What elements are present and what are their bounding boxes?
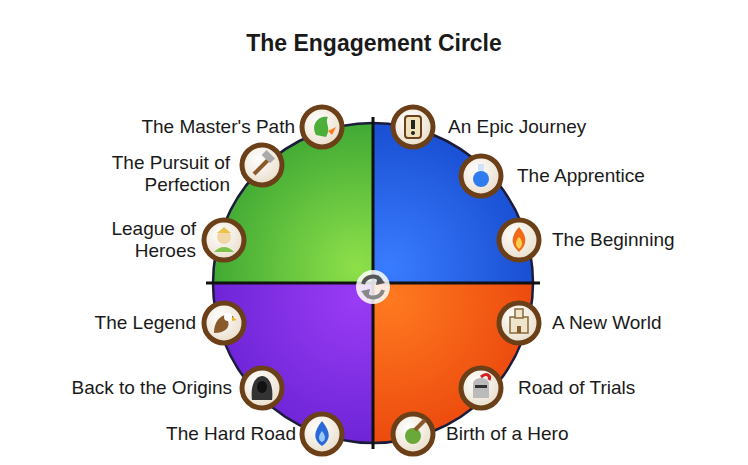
quadrants (206, 117, 540, 449)
stage-label: The Apprentice (517, 165, 645, 187)
stage-label: Road of Trials (518, 377, 635, 399)
dragon-icon (302, 107, 342, 147)
stage-label: The Master's Path (141, 116, 295, 138)
knight-icon (461, 368, 501, 408)
scroll-icon (393, 107, 433, 147)
hero-icon (204, 220, 244, 260)
stage-label: The Legend (95, 312, 196, 334)
stage-label: A New World (552, 312, 661, 334)
potion-icon (461, 156, 501, 196)
goblin-icon (393, 414, 433, 454)
stage-label: The Beginning (552, 229, 675, 251)
flame-icon (499, 220, 539, 260)
hooded-icon (242, 368, 282, 408)
eagle-icon (204, 303, 244, 343)
stage-label: An Epic Journey (448, 116, 586, 138)
hammer-icon (242, 145, 282, 185)
green-quadrant (213, 123, 373, 283)
stage-label: League of Heroes (96, 218, 196, 262)
cycle-icon (356, 270, 390, 304)
diagram-title: The Engagement Circle (0, 30, 748, 57)
stage-icons (204, 107, 539, 454)
castle-icon (499, 303, 539, 343)
stage-label: The Pursuit of Perfection (110, 152, 230, 196)
stage-label: Birth of a Hero (446, 423, 569, 445)
stage-label: Back to the Origins (71, 377, 232, 399)
stage-label: The Hard Road (166, 423, 296, 445)
water-icon (302, 414, 342, 454)
